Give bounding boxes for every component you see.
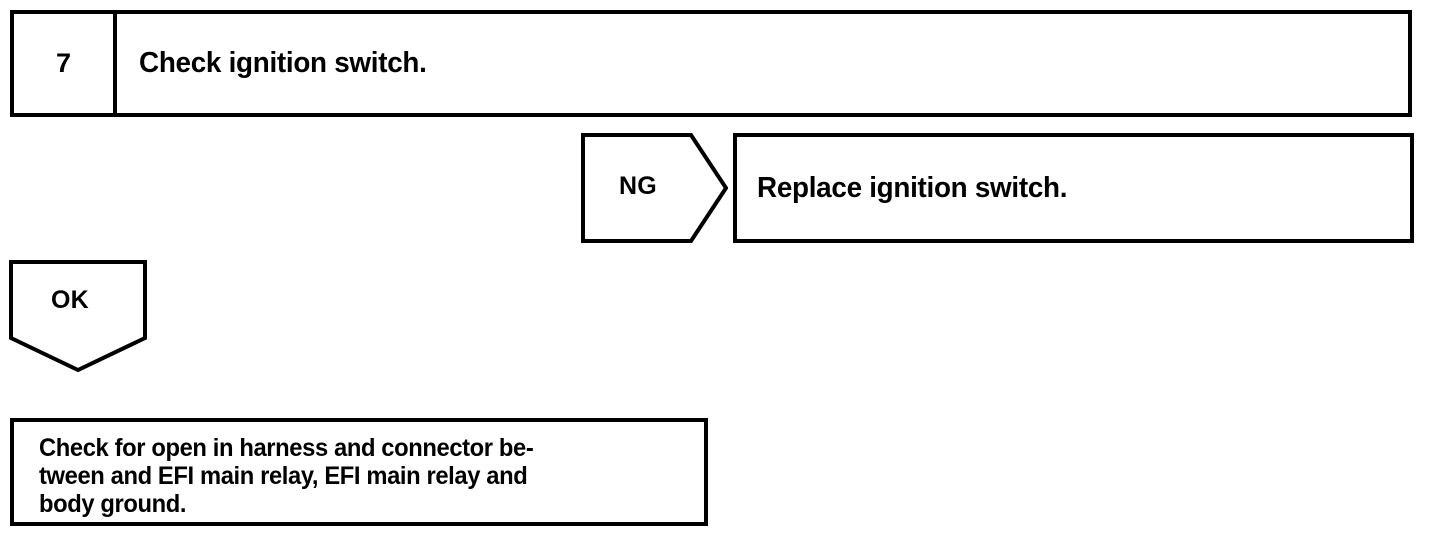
ng-branch-label: NG: [619, 172, 657, 200]
result-line-2: tween and EFI main relay, EFI main relay…: [39, 462, 528, 490]
result-line-3: body ground.: [39, 490, 187, 518]
ok-chevron-down-icon: [9, 260, 147, 372]
step-number-cell: 7: [14, 14, 117, 113]
step-instruction-text: Check ignition switch.: [139, 47, 427, 79]
result-line-1: Check for open in harness and connector …: [39, 434, 534, 462]
ok-result-box: Check for open in harness and connector …: [10, 418, 708, 526]
ng-action-box: Replace ignition switch.: [733, 133, 1414, 243]
step-number: 7: [55, 48, 72, 78]
ok-branch-label: OK: [51, 286, 89, 314]
step-row: 7 Check ignition switch.: [10, 10, 1412, 117]
ng-chevron-right-icon: [581, 133, 728, 243]
ng-action-text: Replace ignition switch.: [757, 171, 1068, 204]
step-instruction-cell: Check ignition switch.: [117, 14, 1408, 113]
